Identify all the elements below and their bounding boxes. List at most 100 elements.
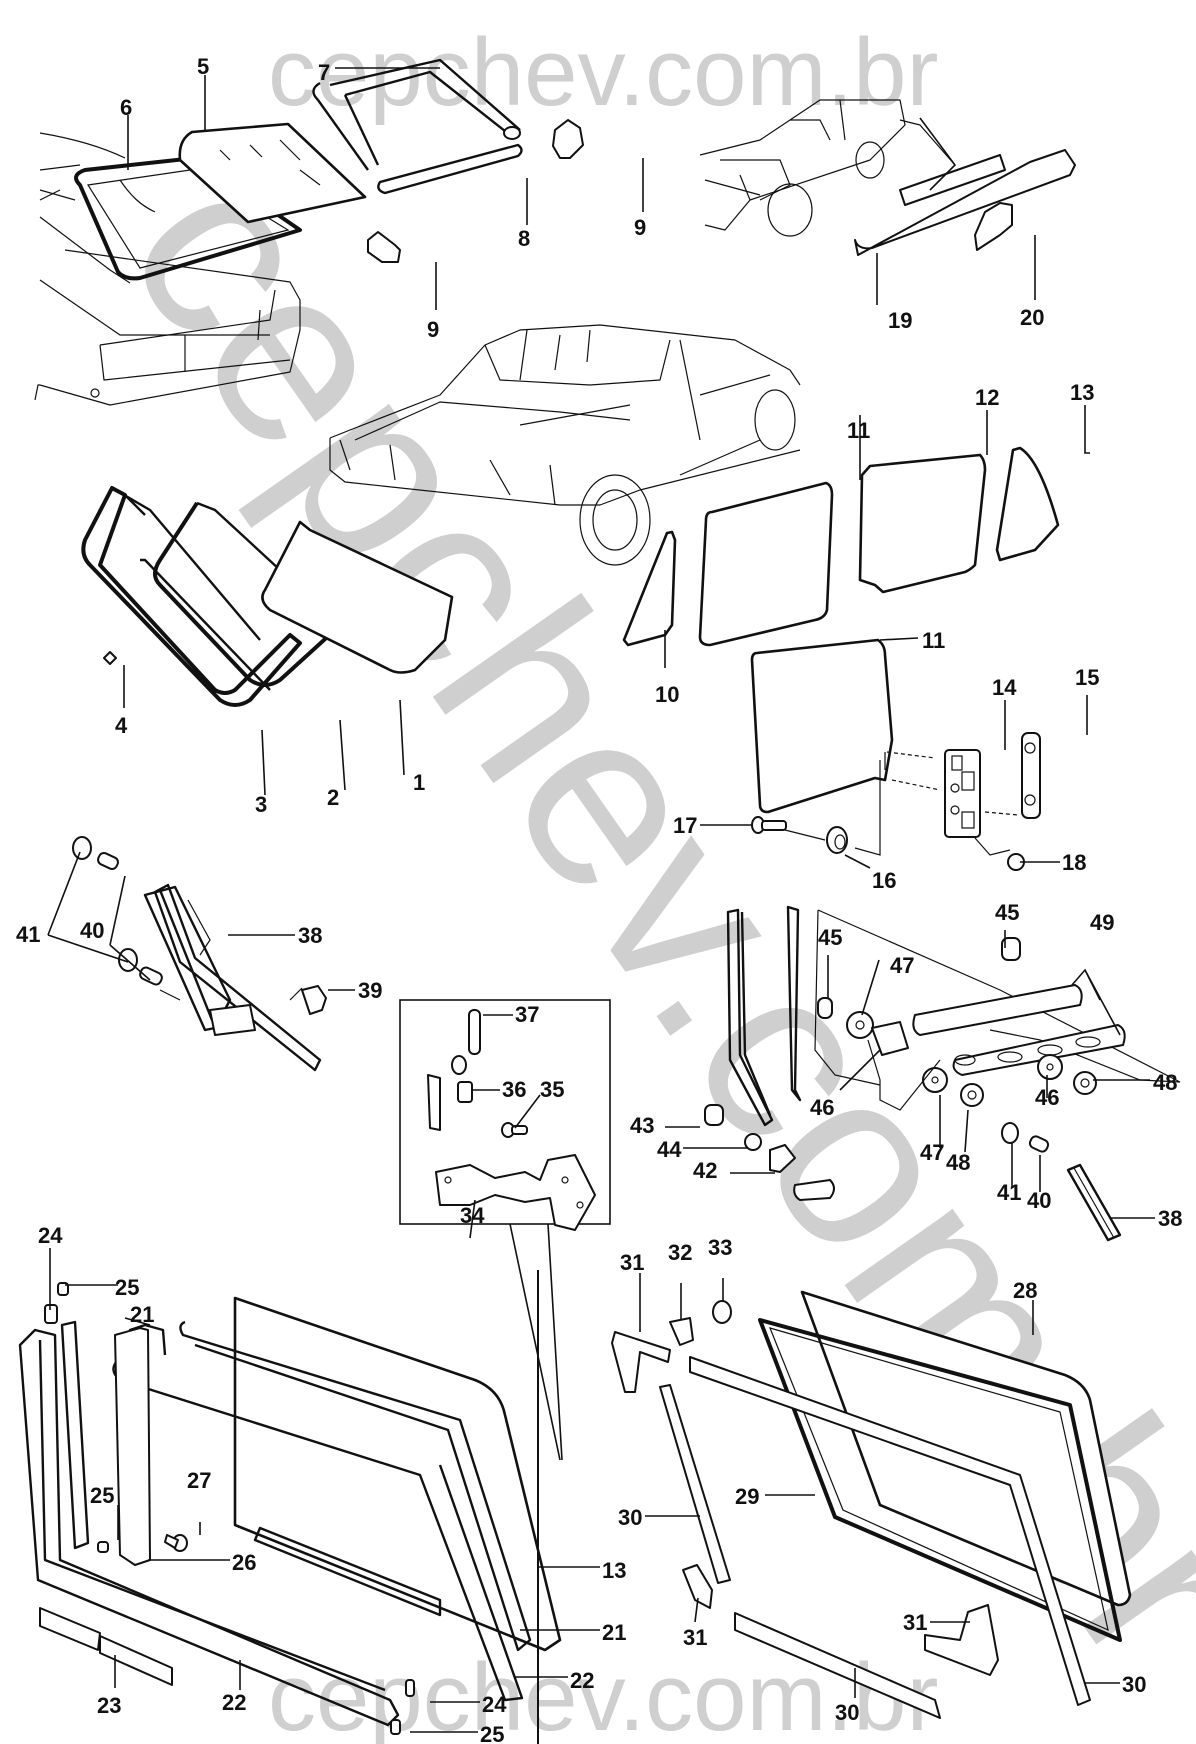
callout-22b: 22 [570, 1668, 594, 1693]
part-9-clip-a [367, 231, 401, 263]
callout-4: 4 [115, 713, 128, 738]
callout-labels: 1 2 3 4 5 6 7 8 9 9 10 11 11 12 13 13 14… [16, 54, 1182, 1744]
part-1-windshield-glass [261, 520, 454, 674]
part-28-quarter-glass [800, 1290, 1132, 1607]
callout-48a: 48 [1153, 1070, 1177, 1095]
callout-39: 39 [358, 978, 382, 1003]
callout-30b: 30 [1122, 1672, 1146, 1697]
rear-car-outline [34, 132, 301, 406]
part-33-grommet [712, 1300, 732, 1324]
callout-38a: 38 [298, 923, 322, 948]
callout-37: 37 [515, 1002, 539, 1027]
leader-lines [47, 67, 1155, 1733]
callout-19: 19 [888, 308, 912, 333]
part-23-trim-pieces [39, 1607, 173, 1686]
part-8-molding-strip [377, 143, 523, 195]
part-19-side-molding [854, 149, 1076, 256]
door-glass-outline-right [814, 909, 1181, 1086]
callout-8: 8 [518, 226, 530, 251]
part-16-bushing [826, 826, 848, 854]
callout-41b: 41 [997, 1180, 1021, 1205]
part-20-end-cap [974, 202, 1013, 251]
part-21-vertical-strip [60, 1320, 90, 1550]
callout-9b: 9 [634, 215, 646, 240]
callout-26: 26 [232, 1550, 256, 1575]
part-12-door-glass [858, 453, 987, 594]
callout-15: 15 [1075, 665, 1099, 690]
callout-31a: 31 [620, 1250, 644, 1275]
callout-13a: 13 [1070, 380, 1094, 405]
callout-40b: 40 [1027, 1188, 1051, 1213]
part-14-glass-channel [944, 749, 981, 838]
callout-43: 43 [630, 1113, 654, 1138]
door-channel-strips [726, 905, 802, 1127]
callout-35: 35 [540, 1077, 564, 1102]
part-3-windshield-seal [81, 486, 302, 707]
part-36-hinge-half [427, 1055, 473, 1131]
callout-24a: 24 [38, 1223, 63, 1248]
callout-45a: 45 [995, 900, 1019, 925]
callout-17: 17 [673, 813, 697, 838]
callout-9a: 9 [427, 317, 439, 342]
callout-38b: 38 [1158, 1206, 1182, 1231]
callout-25a: 25 [115, 1275, 139, 1300]
part-35-bolt [501, 1122, 528, 1138]
part-40-41-rollers-right [1001, 1122, 1050, 1153]
callout-49: 49 [1090, 910, 1114, 935]
callout-18: 18 [1062, 850, 1086, 875]
part-31-corner-pieces [611, 1331, 999, 1676]
part-34-hinge [435, 1154, 596, 1231]
callout-25b: 25 [90, 1483, 114, 1508]
callout-24b: 24 [482, 1692, 507, 1717]
part-39-clip [289, 985, 327, 1015]
callout-25c: 25 [480, 1722, 504, 1744]
callout-21a: 21 [130, 1302, 154, 1327]
inset-pointer-lines [509, 1223, 563, 1461]
callout-7: 7 [318, 60, 330, 85]
part-5-rear-glass [178, 122, 367, 224]
part-4-corner-clip [103, 651, 117, 665]
callout-48b: 48 [946, 1150, 970, 1175]
part-11-door-glass-front [750, 638, 894, 814]
part-42-44-bracket [704, 1104, 835, 1201]
callout-30a: 30 [618, 1505, 642, 1530]
callout-47b: 47 [920, 1140, 944, 1165]
part-15-bracket [1021, 732, 1041, 819]
part-32-clip [669, 1317, 694, 1346]
part-27-screw [164, 1534, 188, 1552]
part-30-strips [659, 1356, 1091, 1719]
callout-31c: 31 [903, 1610, 927, 1635]
callout-44: 44 [657, 1137, 682, 1162]
callout-22a: 22 [222, 1690, 246, 1715]
callout-5: 5 [197, 54, 209, 79]
callout-28: 28 [1013, 1278, 1037, 1303]
callout-23: 23 [97, 1693, 121, 1718]
callout-6: 6 [120, 95, 132, 120]
callout-16: 16 [872, 868, 896, 893]
callout-36: 36 [502, 1077, 526, 1102]
callout-40a: 40 [80, 918, 104, 943]
regulator-leaders [784, 751, 1019, 856]
callout-34: 34 [460, 1203, 485, 1228]
callout-29: 29 [735, 1484, 759, 1509]
callout-31b: 31 [683, 1625, 707, 1650]
callout-12: 12 [975, 385, 999, 410]
callout-42: 42 [693, 1158, 717, 1183]
callout-46a: 46 [810, 1095, 834, 1120]
callout-46b: 46 [1035, 1085, 1059, 1110]
callout-11b: 11 [922, 628, 945, 653]
callout-10: 10 [655, 682, 679, 707]
part-38-regulator-left [143, 883, 322, 1072]
callout-32: 32 [668, 1240, 692, 1265]
part-7-seal-strip [312, 58, 521, 171]
part-6-rear-window-seal [74, 156, 302, 281]
callout-33: 33 [708, 1235, 732, 1260]
part-49-regulator-arms [912, 984, 1126, 1076]
callout-27: 27 [187, 1468, 211, 1493]
part-37-pin [468, 1009, 481, 1055]
callout-14: 14 [992, 675, 1017, 700]
hinge-inset-box [399, 999, 611, 1225]
callout-47a: 47 [890, 953, 914, 978]
callout-21b: 21 [602, 1620, 626, 1645]
